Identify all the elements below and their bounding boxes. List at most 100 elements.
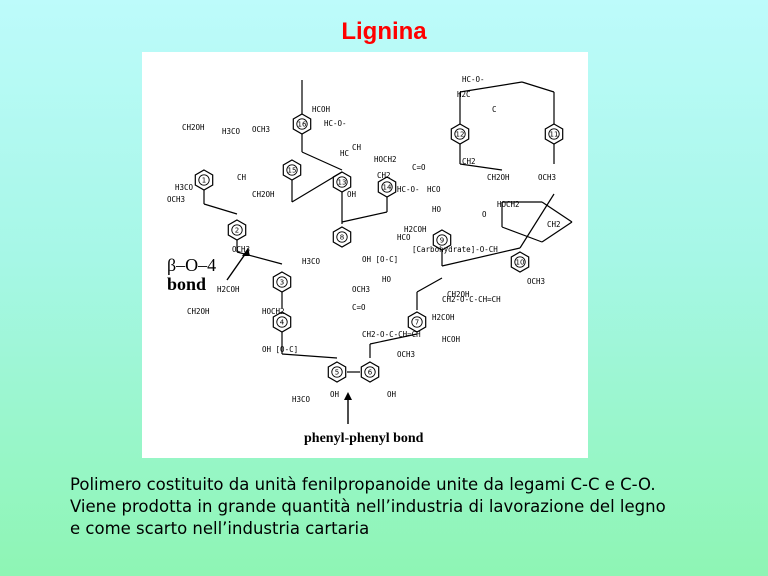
- group-label: OH [O-C]: [262, 345, 298, 354]
- group-label: HCO: [397, 233, 411, 242]
- group-label: CH2OH: [252, 190, 275, 199]
- phenyl-phenyl-arrowhead: [344, 392, 352, 400]
- ring-number: 16: [298, 121, 307, 129]
- group-label: CH2: [377, 171, 391, 180]
- group-label: H2COH: [432, 313, 455, 322]
- ring-number: 1: [202, 177, 206, 185]
- ring-number: 5: [335, 369, 339, 377]
- group-label: OCH3: [167, 195, 185, 204]
- beta-o-4-arrowhead: [242, 248, 250, 256]
- ring-number: 3: [280, 279, 284, 287]
- ring-number: 9: [440, 237, 444, 245]
- group-label: O: [482, 210, 487, 219]
- group-label: OCH3: [252, 125, 270, 134]
- bond-line: [541, 221, 573, 243]
- ring-number-circle: [276, 316, 288, 328]
- group-label: HO: [432, 205, 442, 214]
- bond-line: [341, 211, 388, 223]
- group-label: H3CO: [292, 395, 311, 404]
- group-label: H3CO: [222, 127, 241, 136]
- ring-number: 6: [368, 369, 373, 377]
- group-label: CH2OH: [447, 290, 470, 299]
- bond-line: [459, 81, 523, 93]
- bond-label: bond: [167, 274, 207, 294]
- group-label: H3CO: [302, 257, 321, 266]
- caption-line-3: e come scarto nell’industria cartaria: [70, 519, 370, 538]
- group-label: HCOH: [312, 105, 331, 114]
- benzene-ring: [407, 311, 427, 333]
- benzene-ring: [332, 226, 352, 248]
- bond-line: [369, 333, 418, 345]
- group-label: H3CO: [175, 183, 194, 192]
- caption-line-1: Polimero costituito da unità fenilpropan…: [70, 475, 656, 494]
- bond-line: [281, 353, 338, 359]
- group-label: [Carbohydrate]-O-CH: [412, 245, 498, 254]
- ring-number-circle: [276, 276, 288, 288]
- bond-line: [203, 203, 238, 215]
- ring-number-circle: [331, 366, 343, 378]
- ring-number: 14: [383, 184, 392, 192]
- group-label: OCH3: [397, 350, 415, 359]
- ring-number: 15: [288, 167, 297, 175]
- caption: Polimero costituito da unità fenilpropan…: [70, 474, 740, 540]
- bond-line: [501, 226, 543, 243]
- ring-number-circle: [198, 174, 210, 186]
- ring-number-circle: [336, 176, 348, 188]
- group-label: C: [492, 105, 497, 114]
- ring-number-circle: [231, 224, 243, 236]
- group-label: HCOH: [442, 335, 461, 344]
- ring-number-circle: [364, 366, 376, 378]
- ring-number-circle: [411, 316, 423, 328]
- ring-number-circle: [436, 234, 448, 246]
- ring-number: 13: [338, 179, 347, 187]
- group-label: H2C: [457, 90, 471, 99]
- ring-number-circle: [514, 256, 526, 268]
- group-label: CH2: [462, 157, 476, 166]
- group-label: HC-O-: [324, 119, 347, 128]
- group-label: OCH3: [527, 277, 545, 286]
- bond-line: [521, 81, 555, 93]
- group-label: CH2-O-C-CH=CH: [442, 295, 501, 304]
- ring-number-circle: [286, 164, 298, 176]
- group-label: CH2-O-C-CH=CH: [362, 330, 421, 339]
- group-label: HC-O-: [462, 75, 485, 84]
- beta-o-4-label: β–O–4: [167, 255, 217, 275]
- group-label: OH: [387, 390, 397, 399]
- group-label: HC-O-: [397, 185, 420, 194]
- group-label: C=O: [412, 163, 426, 172]
- group-label: HO: [382, 275, 392, 284]
- caption-line-2: Viene prodotta in grande quantità nell’i…: [70, 497, 666, 516]
- group-label: HC: [340, 149, 349, 158]
- ring-number: 12: [456, 131, 465, 139]
- ring-number: 2: [235, 227, 239, 235]
- group-label: H2COH: [404, 225, 427, 234]
- group-label: OH [O-C]: [362, 255, 398, 264]
- benzene-ring: [327, 361, 347, 383]
- ring-number-circle: [548, 128, 560, 140]
- ring-number: 10: [516, 259, 525, 267]
- group-label: OCH3: [352, 285, 370, 294]
- ring-number: 4: [280, 319, 285, 327]
- ring-number-circle: [296, 118, 308, 130]
- group-label: HOCH2: [497, 200, 520, 209]
- group-label: HCO: [427, 185, 441, 194]
- group-label: OCH3: [232, 245, 250, 254]
- ring-number-circle: [336, 231, 348, 243]
- benzene-ring: [360, 361, 380, 383]
- ring-number: 8: [340, 234, 344, 242]
- bond-line: [459, 163, 503, 171]
- bond-line: [416, 277, 443, 293]
- group-label: CH2OH: [487, 173, 510, 182]
- bond-line: [291, 171, 343, 203]
- slide-title: Lignina: [341, 18, 427, 45]
- bond-line: [519, 193, 555, 249]
- group-label: HOCH2: [374, 155, 397, 164]
- group-label: CH: [352, 143, 362, 152]
- group-label: CH2OH: [182, 123, 205, 132]
- group-label: OH: [330, 390, 340, 399]
- group-label: CH: [237, 173, 247, 182]
- bond-line: [441, 247, 521, 267]
- phenyl-phenyl-bond-label: phenyl-phenyl bond: [304, 431, 424, 446]
